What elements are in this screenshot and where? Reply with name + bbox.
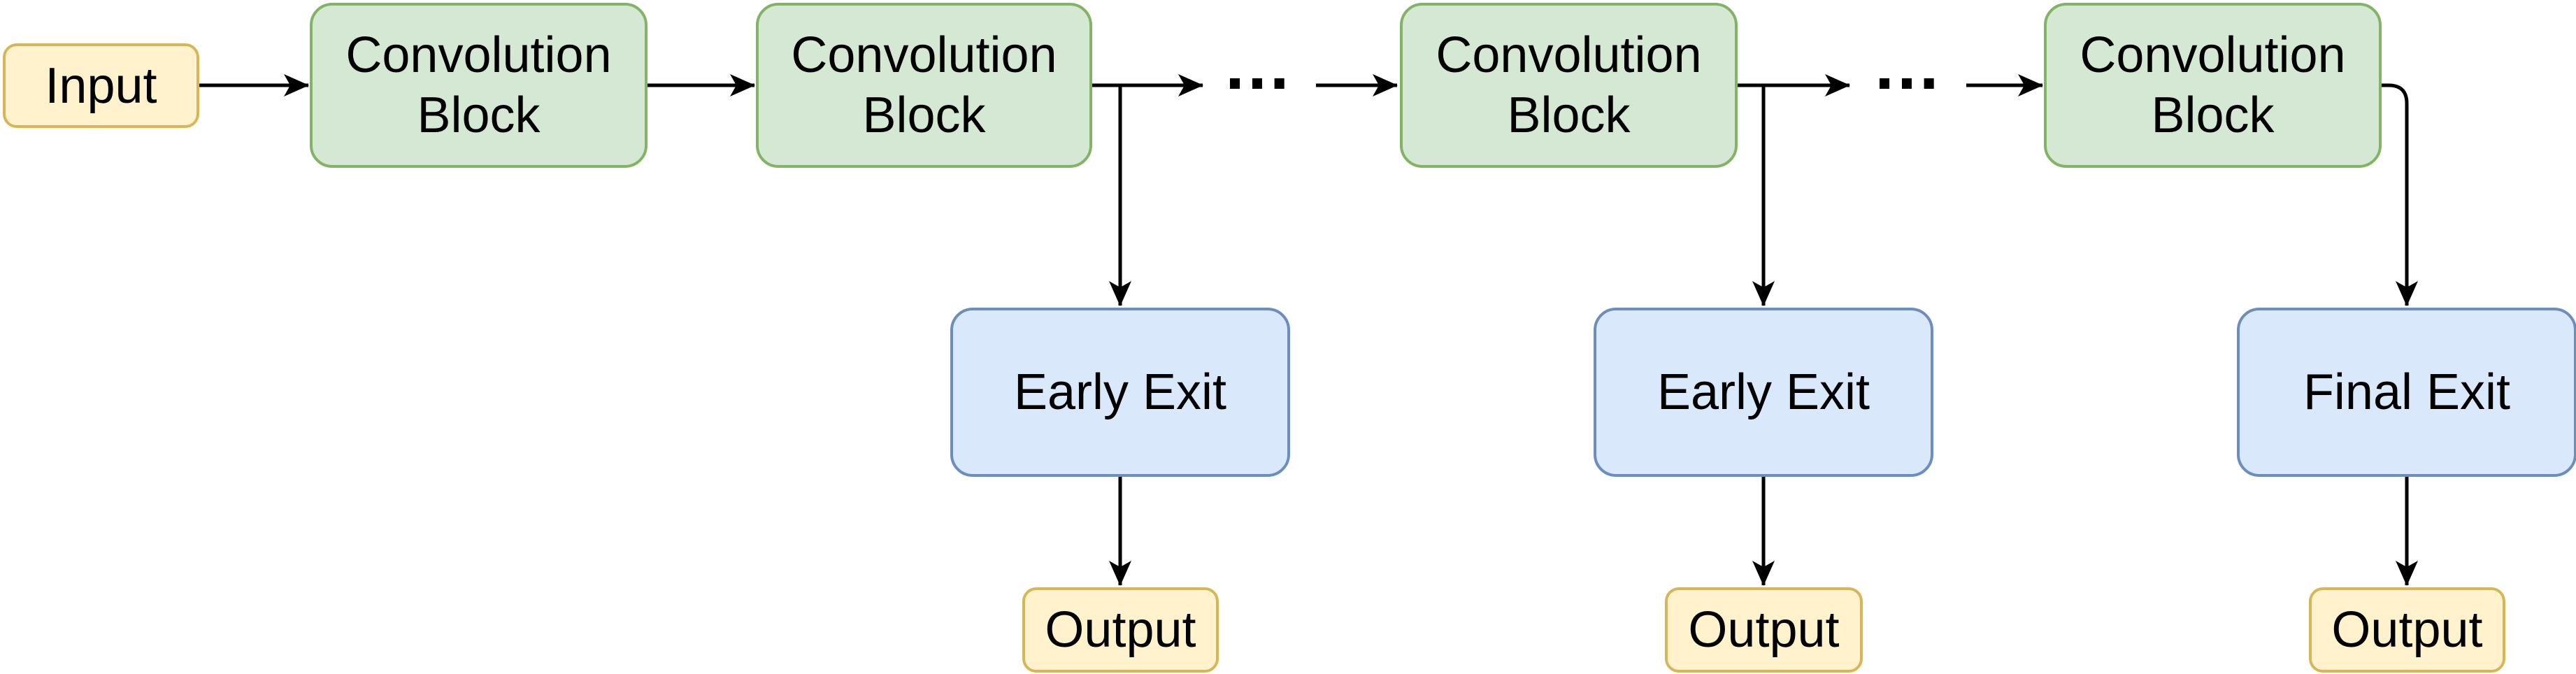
arrow-conv4-to-final-exit [2382,83,2418,306]
node-input: Input [3,43,199,128]
ellipsis-icon: … [1222,26,1292,104]
convolution-block-label: Convolution Block [791,27,1057,143]
output-label: Output [2331,602,2483,658]
convolution-block-label: Convolution Block [345,27,612,143]
node-convolution-block-3: Convolution Block [1400,3,1738,168]
node-output-2: Output [1665,587,1863,673]
node-early-exit-2: Early Exit [1594,308,1933,477]
node-convolution-block-4: Convolution Block [2044,3,2382,168]
output-label: Output [1045,602,1196,658]
ellipsis-icon: … [1872,26,1942,104]
early-exit-label: Early Exit [1013,364,1227,420]
final-exit-label: Final Exit [2303,364,2511,420]
early-exit-label: Early Exit [1656,364,1870,420]
output-label: Output [1688,602,1840,658]
node-early-exit-1: Early Exit [950,308,1290,477]
convolution-block-label: Convolution Block [2080,27,2346,143]
convolution-block-label: Convolution Block [1436,27,1702,143]
node-convolution-block-2: Convolution Block [756,3,1092,168]
node-output-3: Output [2309,587,2505,673]
node-convolution-block-1: Convolution Block [310,3,647,168]
node-output-1: Output [1022,587,1219,673]
node-final-exit: Final Exit [2237,308,2576,477]
input-label: Input [45,57,157,114]
